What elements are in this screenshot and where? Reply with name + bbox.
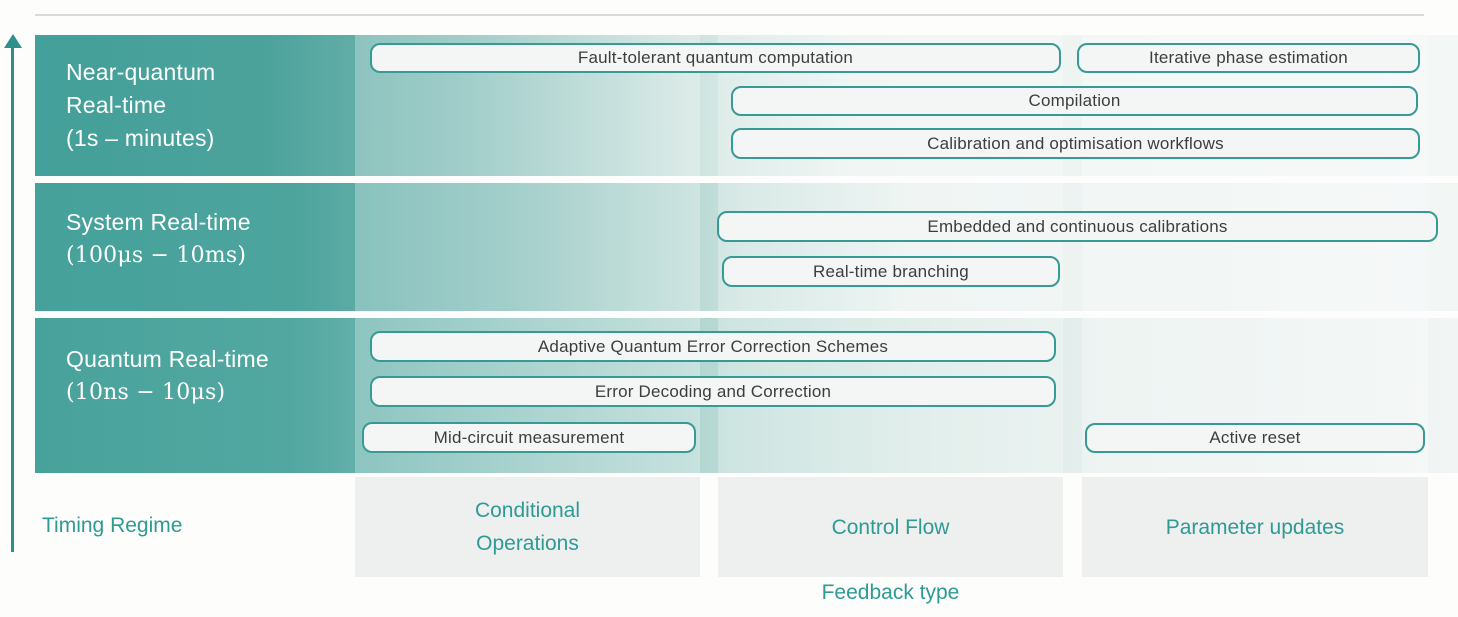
column-box-control-flow: Control Flow <box>718 477 1063 577</box>
top-divider-line <box>35 14 1424 16</box>
row-time-range: (1s – minutes) <box>66 125 215 151</box>
row-label-quantum: Quantum Real-time (10ns − 10μs) <box>66 343 269 409</box>
row-label-system: System Real-time (100μs − 10ms) <box>66 206 251 272</box>
column-box-conditional-operations: Conditional Operations <box>355 477 700 577</box>
pill-fault-tolerant-quantum-computation: Fault-tolerant quantum computation <box>370 43 1061 73</box>
row-title-line: Real-time <box>66 92 167 118</box>
column-box-parameter-updates: Parameter updates <box>1082 477 1428 577</box>
pill-real-time-branching: Real-time branching <box>722 256 1060 287</box>
pill-active-reset: Active reset <box>1085 423 1425 453</box>
column-strip-conditional-operations <box>355 35 700 473</box>
timing-regime-axis-title: Timing Regime <box>42 514 183 537</box>
column-label: Conditional Operations <box>474 499 581 555</box>
row-title-line: System Real-time <box>66 209 251 235</box>
row-title-line: Quantum Real-time <box>66 346 269 372</box>
pill-calibration-and-optimisation-workflows: Calibration and optimisation workflows <box>731 128 1420 159</box>
row-time-range: (10ns − 10μs) <box>66 380 226 405</box>
pill-error-decoding-and-correction: Error Decoding and Correction <box>370 376 1056 407</box>
pill-embedded-and-continuous-calibrations: Embedded and continuous calibrations <box>717 211 1438 242</box>
pill-mid-circuit-measurement: Mid-circuit measurement <box>362 422 696 453</box>
arrow-up-icon <box>4 34 22 48</box>
row-label-near-quantum: Near-quantum Real-time (1s – minutes) <box>66 56 215 155</box>
feedback-type-axis-title: Feedback type <box>821 581 960 604</box>
row-time-range: (100μs − 10ms) <box>66 243 247 268</box>
column-label: Control Flow <box>831 515 950 539</box>
timing-axis-arrow <box>11 46 14 552</box>
row-title-line: Near-quantum <box>66 59 216 85</box>
pill-adaptive-quantum-error-correction-schemes: Adaptive Quantum Error Correction Scheme… <box>370 331 1056 362</box>
column-label: Parameter updates <box>1165 515 1345 539</box>
band-system-real-time: System Real-time (100μs − 10ms) <box>35 183 1458 311</box>
pill-compilation: Compilation <box>731 86 1418 116</box>
pill-iterative-phase-estimation: Iterative phase estimation <box>1077 43 1420 73</box>
